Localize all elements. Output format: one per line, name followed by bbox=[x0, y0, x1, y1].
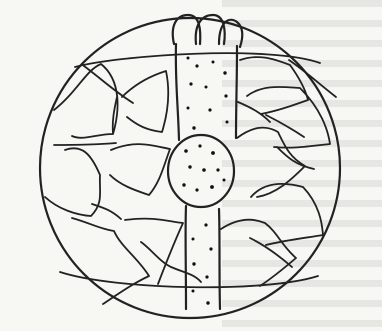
nucleus-spots bbox=[182, 144, 225, 191]
left-band-edge bbox=[176, 44, 179, 140]
branch-5 bbox=[250, 238, 292, 267]
cell-top-right-corner bbox=[289, 60, 336, 97]
cell-right-lower bbox=[251, 184, 323, 245]
cell-right-bottom bbox=[221, 220, 296, 286]
right-band-edge bbox=[236, 46, 237, 138]
cell-left-top bbox=[54, 64, 118, 138]
cell-left-mid bbox=[45, 148, 100, 216]
band-granules bbox=[187, 57, 229, 305]
branch-2 bbox=[266, 115, 304, 137]
branch-3 bbox=[92, 204, 121, 219]
cell-left-bottom bbox=[125, 219, 183, 284]
band-lower-right bbox=[219, 209, 220, 309]
branch-1 bbox=[54, 143, 116, 145]
cell-left-lower bbox=[72, 218, 149, 304]
cell-bottom-tail bbox=[141, 242, 201, 282]
cell-left-upper-inner bbox=[122, 71, 168, 132]
cell-left-inner bbox=[110, 144, 170, 195]
branch-7 bbox=[238, 102, 270, 122]
cell-right-upper bbox=[247, 87, 330, 148]
